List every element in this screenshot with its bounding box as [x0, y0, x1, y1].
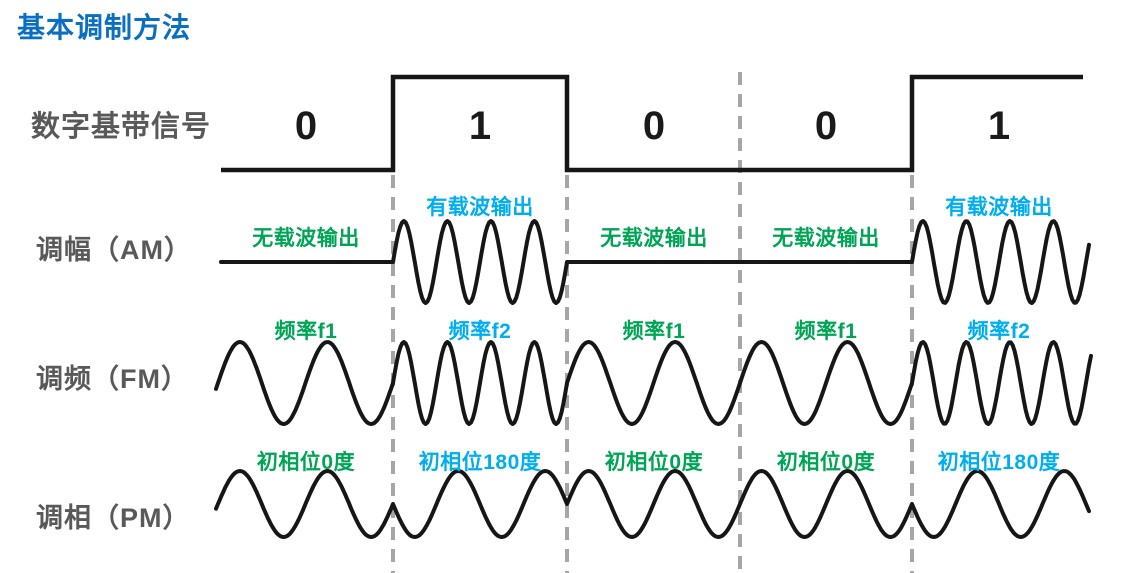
row-label-baseband: 数字基带信号	[31, 111, 212, 143]
pm-waveform	[214, 469, 1091, 539]
bit-value: 0	[814, 104, 838, 148]
bit-value: 1	[987, 104, 1011, 148]
fm-annotation: 频率f2	[967, 320, 1031, 343]
am-annotation: 有载波输出	[945, 196, 1053, 219]
pm-annotation: 初相位0度	[604, 451, 704, 474]
fm-waveform	[214, 340, 1093, 426]
fm-annotation: 频率f1	[274, 320, 338, 343]
row-label-pm: 调相（PM）	[36, 503, 191, 533]
fm-annotation: 频率f1	[622, 320, 686, 343]
pm-annotation: 初相位180度	[418, 451, 542, 474]
pm-annotation: 初相位180度	[937, 451, 1061, 474]
am-annotation: 无载波输出	[252, 227, 360, 250]
pm-annotation: 初相位0度	[776, 451, 876, 474]
row-label-am: 调幅（AM）	[36, 235, 192, 265]
page-title: 基本调制方法	[17, 12, 192, 43]
bit-value: 0	[294, 104, 318, 148]
am-annotation: 无载波输出	[772, 227, 880, 250]
am-annotation: 无载波输出	[600, 227, 708, 250]
am-waveform	[219, 219, 1091, 305]
bit-value: 0	[642, 104, 666, 148]
row-label-fm: 调频（FM）	[36, 364, 189, 394]
bit-value: 1	[468, 104, 492, 148]
pm-annotation: 初相位0度	[256, 451, 356, 474]
fm-annotation: 频率f2	[448, 320, 512, 343]
digital-baseband-waveform	[221, 74, 1083, 173]
fm-annotation: 频率f1	[794, 320, 858, 343]
am-annotation: 有载波输出	[426, 196, 534, 219]
